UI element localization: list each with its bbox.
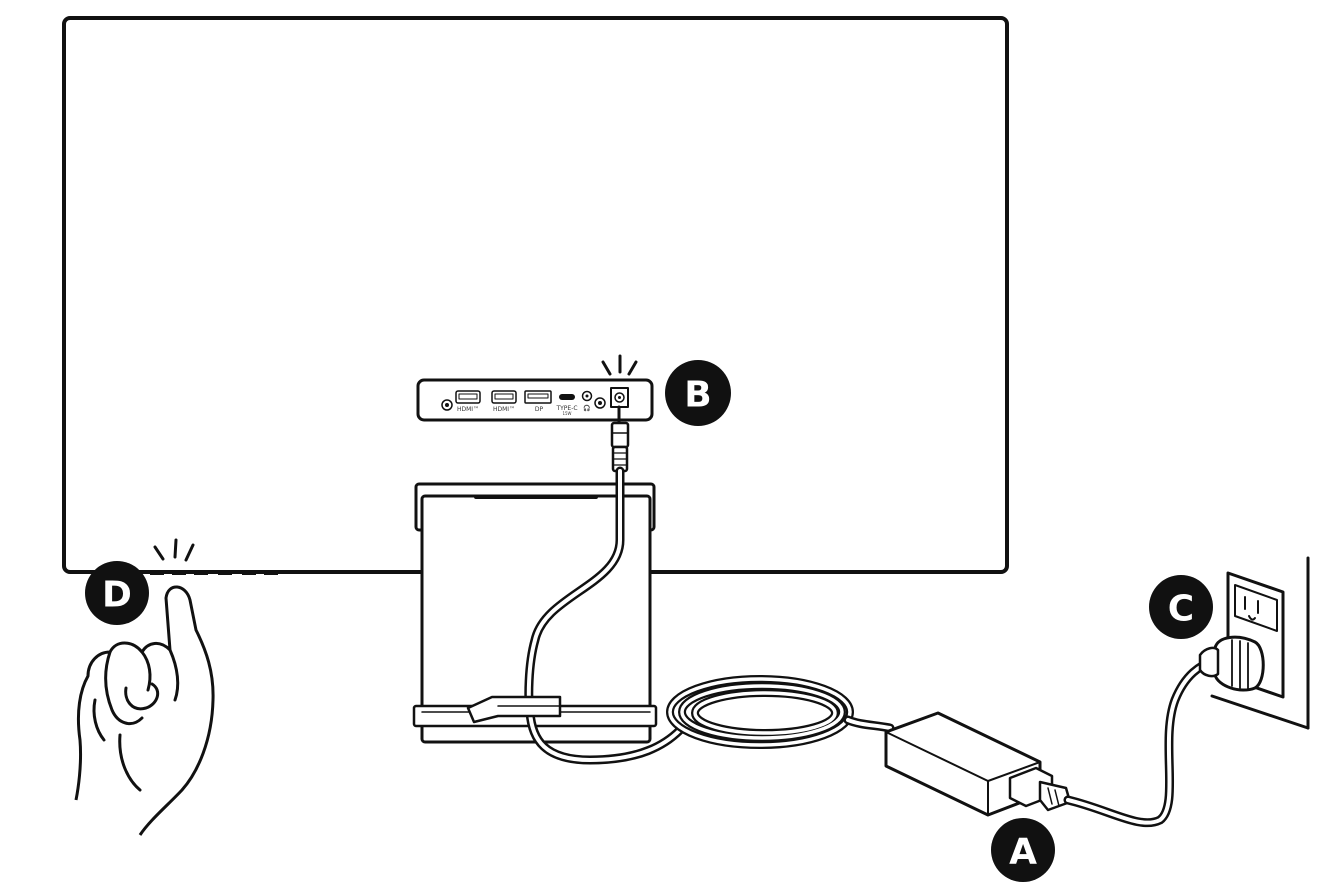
callout-d: D: [85, 561, 149, 625]
usbc-label: TYPE-C: [555, 405, 577, 412]
press-indicator-icon: [601, 354, 638, 376]
hdmi-port-1: HDMI™: [455, 390, 481, 413]
press-indicator-d-icon: [153, 538, 195, 562]
dc-cable: [466, 466, 685, 765]
callout-c: C: [1149, 575, 1213, 639]
callout-d-label: D: [102, 575, 132, 616]
dp-port: DP: [524, 390, 552, 413]
control-buttons: [150, 571, 278, 575]
hdmi-port-2: HDMI™: [491, 390, 517, 413]
callout-a: A: [991, 818, 1055, 882]
audio-port: 🎧: [581, 390, 593, 412]
hdmi1-label: HDMI™: [457, 406, 479, 413]
usbc-sub-label: 15W: [562, 411, 571, 416]
hand-pointing-icon: [74, 585, 215, 836]
callout-b: B: [665, 360, 731, 426]
lock-screw-left-icon: [441, 399, 453, 411]
lock-screw-right-icon: [594, 397, 606, 409]
dp-label: DP: [535, 406, 544, 413]
ac-cord: [1063, 655, 1220, 828]
hdmi2-label: HDMI™: [493, 406, 515, 413]
dc-plug-icon: [610, 405, 630, 473]
audio-label: 🎧: [583, 404, 590, 412]
wall-plug-icon: [1198, 635, 1265, 692]
ac-plug-icon: [1008, 766, 1072, 812]
io-port-panel: HDMI™ HDMI™ DP TYPE-C 15W 🎧: [416, 378, 654, 422]
usbc-port: TYPE-C 15W: [555, 394, 578, 416]
callout-b-label: B: [684, 375, 711, 416]
callout-a-label: A: [1009, 832, 1037, 873]
callout-c-label: C: [1168, 589, 1194, 630]
coiled-cable: [666, 675, 895, 749]
